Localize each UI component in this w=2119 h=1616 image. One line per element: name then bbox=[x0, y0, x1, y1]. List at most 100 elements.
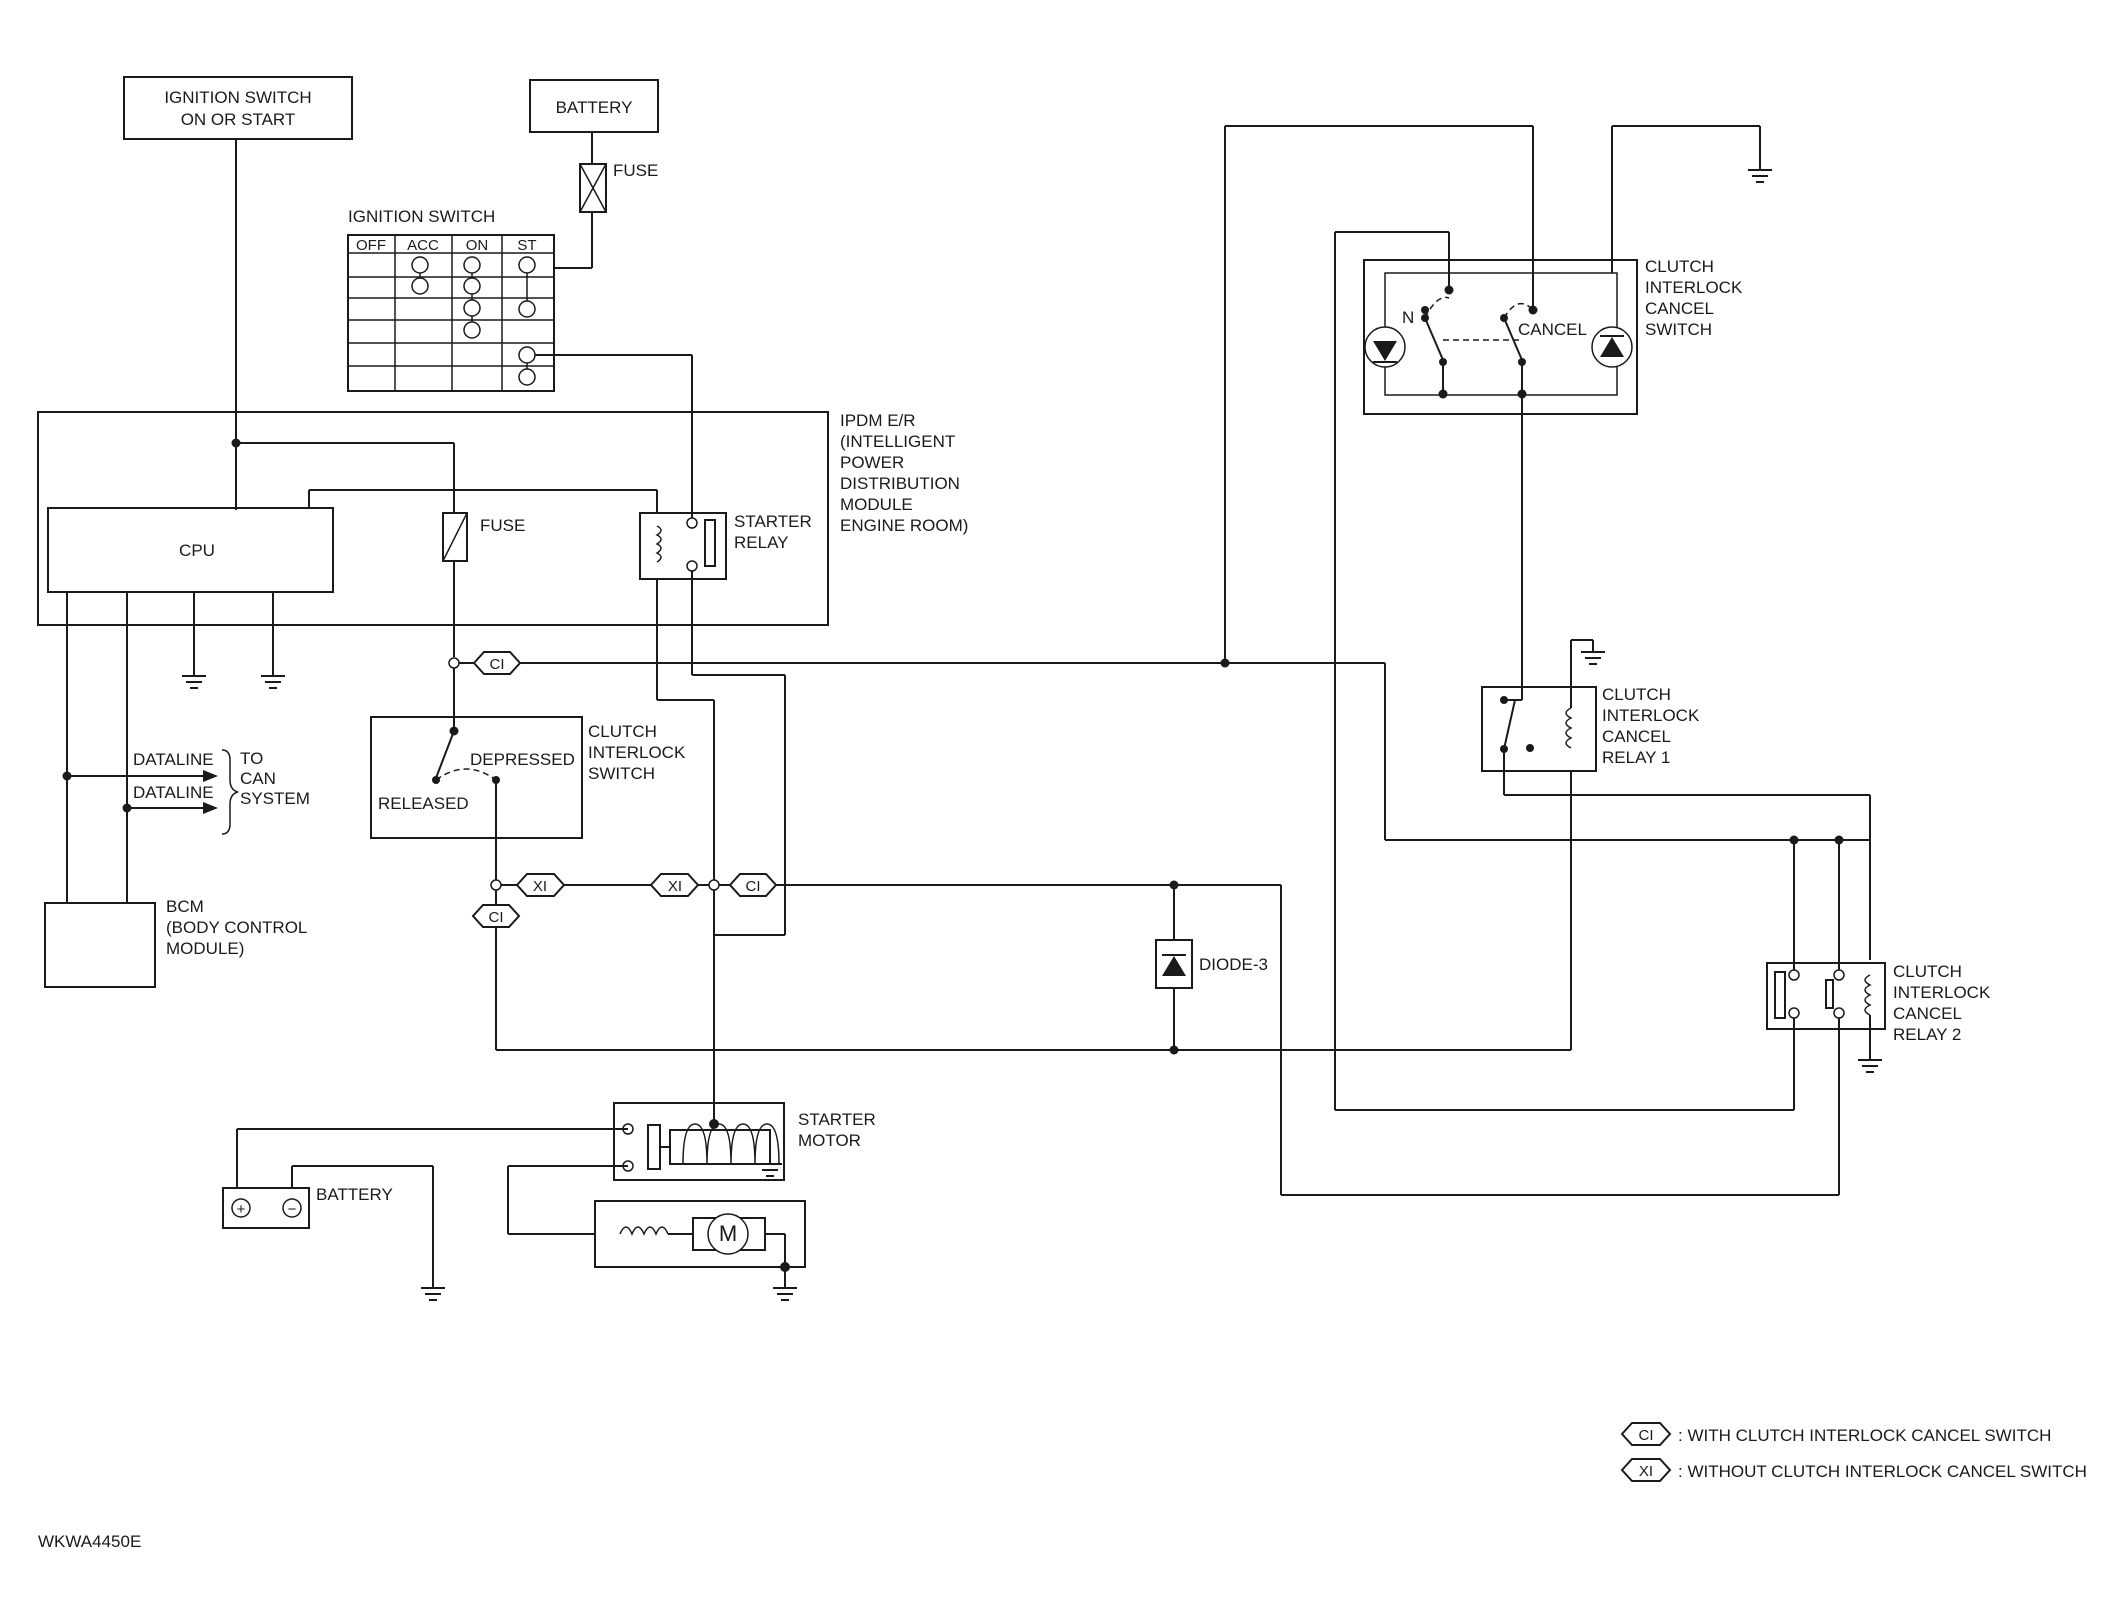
starter-relay bbox=[639, 512, 727, 580]
ground-symbol bbox=[773, 1287, 797, 1301]
svg-text:: WITHOUT CLUTCH INTERLOCK CAN: : WITHOUT CLUTCH INTERLOCK CANCEL SWITCH bbox=[1678, 1462, 2087, 1481]
ignition-header-st: ST bbox=[517, 237, 536, 254]
ignition-on-start-box: IGNITION SWITCH ON OR START bbox=[123, 76, 353, 140]
starter-motor-label-1: STARTER bbox=[798, 1110, 876, 1129]
starter-relay-label-1: STARTER bbox=[734, 512, 812, 531]
svg-text:+: + bbox=[237, 1201, 246, 1218]
released-label: RELEASED bbox=[378, 794, 469, 813]
ignition-on-start-label-1: IGNITION SWITCH bbox=[164, 88, 311, 107]
ground-symbol bbox=[1748, 169, 1772, 183]
ci-tag: CI bbox=[471, 904, 521, 928]
clutch-interlock-switch bbox=[370, 668, 583, 839]
diode-label: DIODE-3 bbox=[1199, 955, 1268, 974]
svg-text:XI: XI bbox=[668, 878, 682, 895]
plus-terminal-icon bbox=[231, 1198, 251, 1218]
svg-text:IPDM E/R: IPDM E/R bbox=[840, 411, 916, 430]
ground-symbol bbox=[1858, 1059, 1882, 1073]
cpu-label: CPU bbox=[179, 541, 215, 560]
xi-tag: XI bbox=[649, 873, 700, 897]
ground-symbol bbox=[261, 675, 285, 689]
svg-text:: WITH CLUTCH INTERLOCK CANCEL: : WITH CLUTCH INTERLOCK CANCEL SWITCH bbox=[1678, 1426, 2051, 1445]
minus-terminal-icon bbox=[282, 1198, 302, 1218]
ci-tag: CI bbox=[728, 873, 778, 897]
cancel-relay-1 bbox=[1481, 686, 1597, 772]
fuse-ipdm-label: FUSE bbox=[480, 516, 525, 535]
bcm-label-3: MODULE) bbox=[166, 939, 244, 958]
svg-text:DISTRIBUTION: DISTRIBUTION bbox=[840, 474, 960, 493]
svg-text:POWER: POWER bbox=[840, 453, 904, 472]
cancel-switch-label-1: CLUTCH bbox=[1645, 257, 1714, 276]
can-brace bbox=[221, 749, 239, 835]
to-can-label-2: CAN bbox=[240, 769, 276, 788]
relay2-label-2: INTERLOCK bbox=[1893, 983, 1991, 1002]
ipdm-box bbox=[37, 411, 829, 626]
relay2-label-1: CLUTCH bbox=[1893, 962, 1962, 981]
fuse-top-label: FUSE bbox=[613, 161, 658, 180]
cancel-switch-label-3: CANCEL bbox=[1645, 299, 1714, 318]
cancel-switch-label-2: INTERLOCK bbox=[1645, 278, 1743, 297]
ignition-switch-table: OFF ACC ON ST bbox=[347, 234, 555, 392]
depressed-label: DEPRESSED bbox=[470, 750, 575, 769]
bcm-label-1: BCM bbox=[166, 897, 204, 916]
svg-text:−: − bbox=[288, 1201, 297, 1218]
battery-bottom: + − bbox=[222, 1187, 310, 1229]
starter-motor-label-2: MOTOR bbox=[798, 1131, 861, 1150]
figure-code: WKWA4450E bbox=[38, 1532, 141, 1551]
bcm-box bbox=[44, 902, 156, 988]
diode-3 bbox=[1155, 939, 1193, 989]
cpu-box: CPU bbox=[47, 507, 334, 593]
ignition-header-on: ON bbox=[466, 237, 489, 254]
clutch-interlock-switch-label-2: INTERLOCK bbox=[588, 743, 686, 762]
relay2-label-4: RELAY 2 bbox=[1893, 1025, 1961, 1044]
starter-motor bbox=[613, 1102, 785, 1181]
ipdm-label: IPDM E/R (INTELLIGENT POWER DISTRIBUTION… bbox=[840, 411, 968, 535]
relay1-label-1: CLUTCH bbox=[1602, 685, 1671, 704]
relay2-label-3: CANCEL bbox=[1893, 1004, 1962, 1023]
cancel-label: CANCEL bbox=[1518, 320, 1587, 339]
clutch-interlock-switch-label-1: CLUTCH bbox=[588, 722, 657, 741]
legend: CI : WITH CLUTCH INTERLOCK CANCEL SWITCH… bbox=[1620, 1422, 2087, 1482]
cancel-relay-2 bbox=[1766, 962, 1886, 1030]
svg-text:(INTELLIGENT: (INTELLIGENT bbox=[840, 432, 955, 451]
svg-text:ENGINE ROOM): ENGINE ROOM) bbox=[840, 516, 968, 535]
ground-symbol bbox=[1581, 651, 1605, 665]
svg-text:XI: XI bbox=[533, 878, 547, 895]
starter-relay-label-2: RELAY bbox=[734, 533, 789, 552]
to-can-label-1: TO bbox=[240, 749, 263, 768]
clutch-interlock-cancel-switch bbox=[1363, 259, 1638, 415]
battery-top-box: BATTERY bbox=[529, 79, 659, 133]
relay1-label-3: CANCEL bbox=[1602, 727, 1671, 746]
n-label: N bbox=[1402, 308, 1414, 327]
svg-text:CI: CI bbox=[489, 909, 504, 926]
ground-symbol bbox=[182, 675, 206, 689]
motor-symbol: M bbox=[719, 1221, 737, 1246]
arrow-icon bbox=[203, 770, 218, 782]
relay1-label-4: RELAY 1 bbox=[1602, 748, 1670, 767]
svg-text:CI: CI bbox=[490, 656, 505, 673]
ignition-header-off: OFF bbox=[356, 237, 386, 254]
dataline-label-1: DATALINE bbox=[133, 750, 214, 769]
fuse-top bbox=[579, 163, 607, 213]
xi-tag: XI bbox=[515, 873, 566, 897]
ignition-header-acc: ACC bbox=[407, 237, 439, 254]
svg-text:CI: CI bbox=[1639, 1427, 1654, 1444]
ground-symbol bbox=[421, 1287, 445, 1301]
ignition-on-start-label-2: ON OR START bbox=[181, 110, 296, 129]
fuse-ipdm bbox=[442, 512, 468, 562]
legend-item-xi: XI : WITHOUT CLUTCH INTERLOCK CANCEL SWI… bbox=[1620, 1458, 2087, 1482]
svg-text:XI: XI bbox=[1639, 1463, 1653, 1480]
ci-tag: CI bbox=[472, 651, 522, 675]
ignition-switch-label: IGNITION SWITCH bbox=[348, 207, 495, 226]
clutch-interlock-switch-label-3: SWITCH bbox=[588, 764, 655, 783]
cancel-switch-label-4: SWITCH bbox=[1645, 320, 1712, 339]
motor-icon bbox=[707, 1213, 749, 1255]
dataline-label-2: DATALINE bbox=[133, 783, 214, 802]
relay1-label-2: INTERLOCK bbox=[1602, 706, 1700, 725]
svg-text:MODULE: MODULE bbox=[840, 495, 913, 514]
to-can-label-3: SYSTEM bbox=[240, 789, 310, 808]
arrow-icon bbox=[203, 802, 218, 814]
bcm-label-2: (BODY CONTROL bbox=[166, 918, 307, 937]
legend-item-ci: CI : WITH CLUTCH INTERLOCK CANCEL SWITCH bbox=[1620, 1422, 2051, 1446]
motor-assembly: M bbox=[594, 1200, 806, 1268]
